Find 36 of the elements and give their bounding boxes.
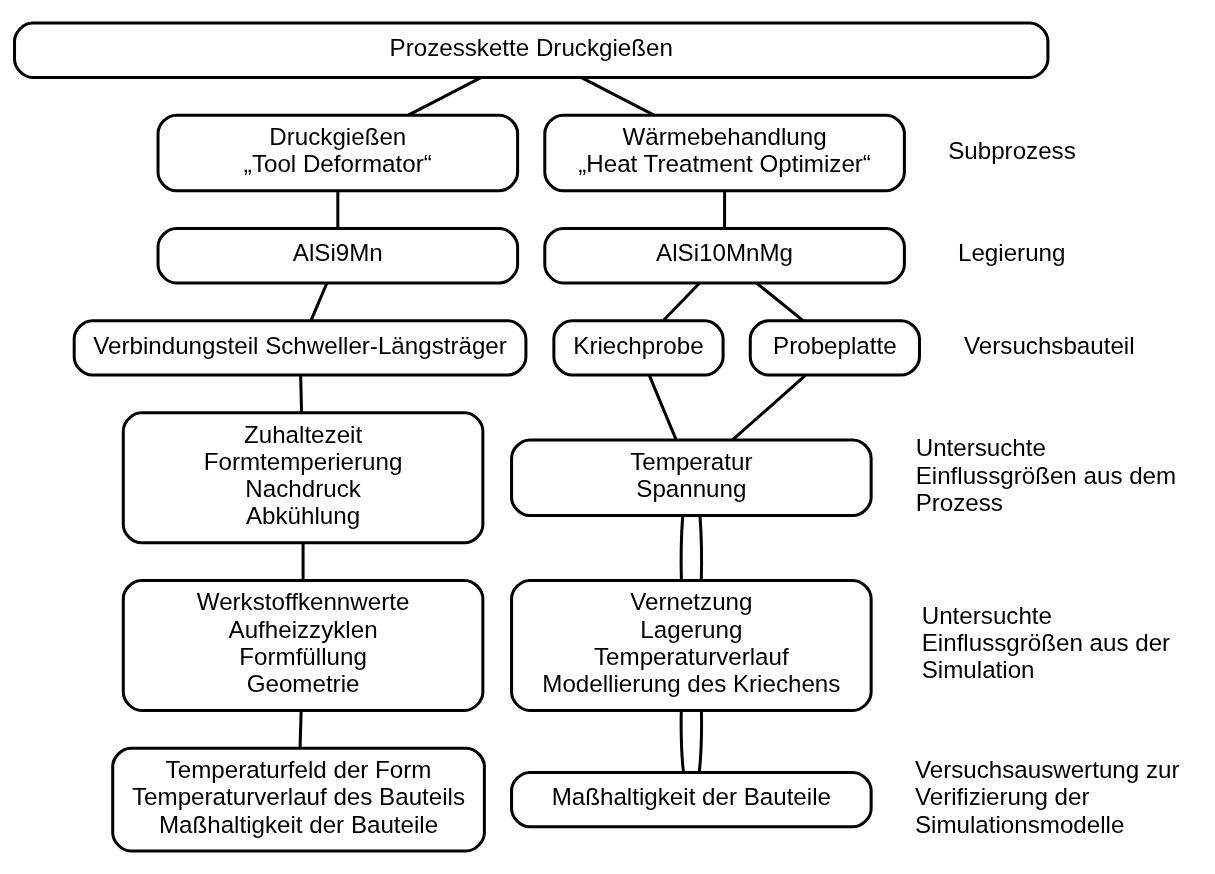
node-box: Werkstoffkennwerte Aufheizzyklen Formfüllung Geometrie: [121, 579, 485, 712]
node-box: Wärmebehandlung „Heat Treatment Optimizer“: [543, 113, 906, 193]
label: Untersuchte Einflussgrößen aus der Simulation: [921, 602, 1171, 684]
connector: [336, 191, 340, 228]
connector: [679, 515, 685, 581]
connector: [407, 76, 482, 117]
node-box: Zuhaltezeit Formtemperierung Nachdruck Abkühlung: [121, 411, 485, 545]
connector: [301, 542, 305, 581]
connector: [309, 282, 329, 321]
label: Versuchsauswertung zur Verifizierung der Simulationsmodelle: [914, 756, 1180, 838]
node-box: Verbindungsteil Schweller-Längsträger: [72, 319, 528, 377]
connector: [298, 710, 303, 748]
node-box: Temperatur Spannung: [510, 438, 873, 518]
connector: [299, 375, 304, 413]
label: Subprozess: [948, 136, 1076, 164]
label: Versuchsbauteil: [964, 331, 1135, 359]
connector: [648, 375, 678, 441]
node-box: Vernetzung Lagerung Temperaturverlauf Modellierung des Kriechens: [510, 579, 873, 712]
connector: [580, 76, 655, 117]
node-box: Temperaturfeld der Form Temperaturverlauf des Bauteils Maßhaltigkeit der Bauteile: [111, 746, 486, 853]
connector: [755, 281, 804, 322]
connector: [723, 191, 727, 228]
node-box: Druckgießen „Tool Deformator“: [156, 113, 520, 193]
node-box: AlSi9Mn: [156, 227, 520, 285]
node-box: Kriechprobe: [552, 319, 725, 377]
label: Untersuchte Einflussgrößen aus dem Prozess: [915, 434, 1177, 516]
connector: [698, 515, 704, 581]
connector: [679, 710, 685, 773]
connector: [697, 710, 704, 773]
node-box: Prozesskette Druckgießen: [13, 21, 1050, 79]
node-box: Maßhaltigkeit der Bauteile: [510, 770, 873, 829]
connector: [731, 374, 807, 442]
node-box: Probeplatte: [748, 319, 921, 377]
node-box: AlSi10MnMg: [543, 227, 906, 285]
connector: [662, 281, 701, 322]
label: Legierung: [958, 239, 1066, 267]
